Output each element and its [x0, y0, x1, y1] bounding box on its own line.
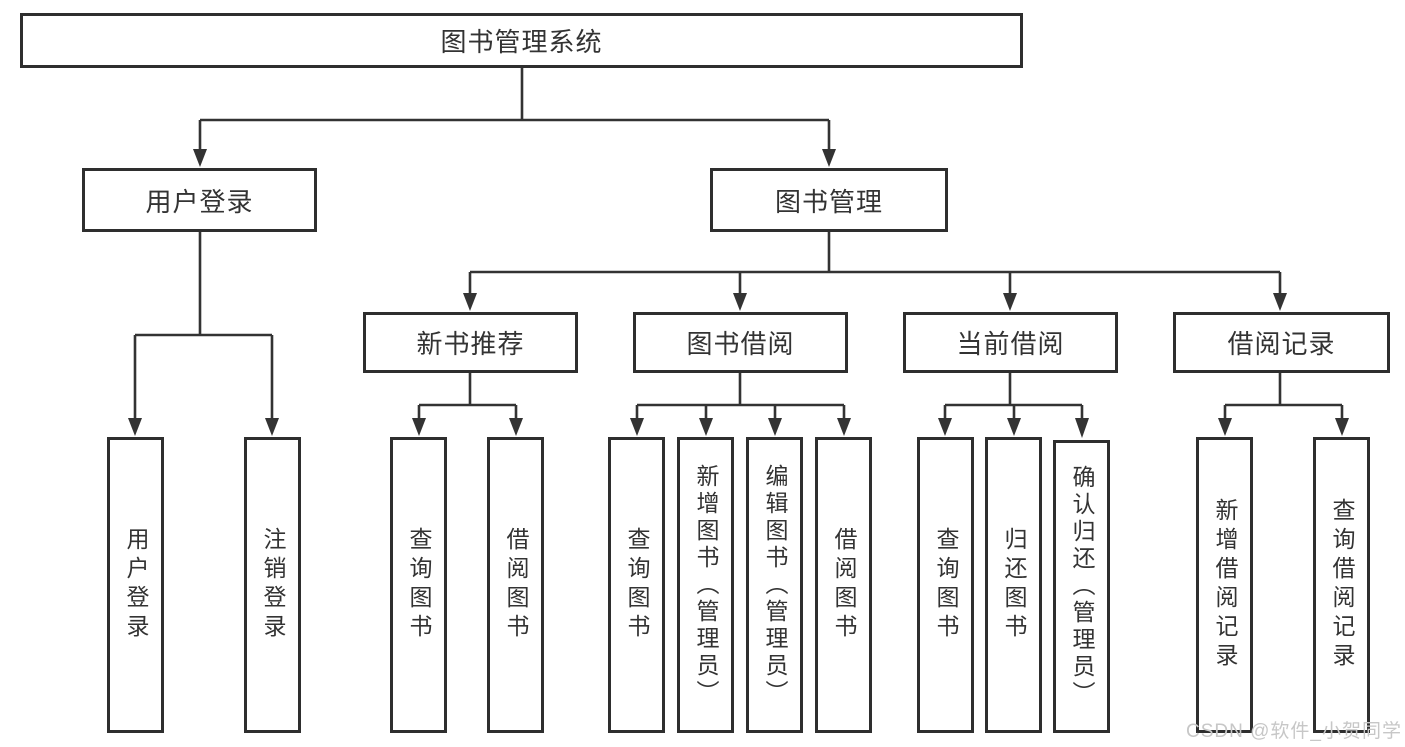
node-new-book-recommend: 新书推荐 [363, 312, 578, 373]
leaf-newbook-borrow-books-label: 借阅图书 [503, 527, 529, 643]
leaf-borrow-add-books-admin: 新增图书（管理员） [677, 437, 734, 733]
node-current-borrow-label: 当前借阅 [956, 329, 1065, 359]
node-root-system: 图书管理系统 [20, 13, 1023, 68]
node-book-borrow: 图书借阅 [633, 312, 848, 373]
node-user-login-label: 用户登录 [145, 186, 254, 217]
leaf-current-query-books: 查询图书 [917, 437, 974, 733]
leaf-user-login: 用户登录 [107, 437, 164, 733]
leaf-current-confirm-return-admin-label: 确认归还（管理员） [1069, 465, 1095, 708]
leaf-current-return-books: 归还图书 [985, 437, 1042, 733]
leaf-newbook-query-books-label: 查询图书 [406, 527, 432, 643]
connector-book-borrow-to-leaves [635, 373, 846, 421]
node-book-management: 图书管理 [710, 168, 948, 232]
leaf-borrow-query-books-label: 查询图书 [624, 527, 650, 643]
leaf-records-query-record: 查询借阅记录 [1313, 437, 1370, 733]
leaf-current-query-books-label: 查询图书 [933, 527, 959, 643]
leaf-logout-label: 注销登录 [260, 527, 286, 643]
node-book-management-label: 图书管理 [774, 186, 883, 217]
node-root-system-label: 图书管理系统 [440, 27, 603, 57]
connector-user-login-to-leaves [133, 232, 274, 420]
node-user-login: 用户登录 [82, 168, 317, 232]
leaf-borrow-borrow-books: 借阅图书 [815, 437, 872, 733]
leaf-user-login-label: 用户登录 [123, 527, 149, 643]
connector-root-to-branches [198, 68, 831, 152]
leaf-records-add-record: 新增借阅记录 [1196, 437, 1253, 733]
leaf-borrow-edit-books-admin: 编辑图书（管理员） [746, 437, 803, 733]
leaf-borrow-add-books-admin-label: 新增图书（管理员） [693, 463, 719, 707]
leaf-records-add-record-label: 新增借阅记录 [1212, 498, 1238, 672]
leaf-borrow-query-books: 查询图书 [608, 437, 665, 733]
node-borrow-records-label: 借阅记录 [1227, 329, 1336, 359]
leaf-newbook-query-books: 查询图书 [390, 437, 447, 733]
connector-current-borrow-to-leaves [943, 373, 1084, 421]
leaf-borrow-borrow-books-label: 借阅图书 [831, 527, 857, 643]
leaf-current-return-books-label: 归还图书 [1001, 527, 1027, 643]
node-borrow-records: 借阅记录 [1173, 312, 1390, 373]
leaf-newbook-borrow-books: 借阅图书 [487, 437, 544, 733]
connector-new-book-to-leaves [417, 373, 518, 421]
leaf-borrow-edit-books-admin-label: 编辑图书（管理员） [762, 463, 788, 707]
connector-borrow-records-to-leaves [1223, 373, 1344, 421]
leaf-records-query-record-label: 查询借阅记录 [1329, 498, 1355, 672]
leaf-logout: 注销登录 [244, 437, 301, 733]
csdn-watermark: CSDN @软件_小贺同学 [1186, 721, 1402, 742]
node-book-borrow-label: 图书借阅 [686, 329, 795, 359]
arrowheads [128, 149, 1349, 438]
node-new-book-recommend-label: 新书推荐 [416, 329, 525, 359]
connector-book-management-to-groups [468, 232, 1282, 296]
node-current-borrow: 当前借阅 [903, 312, 1118, 373]
leaf-current-confirm-return-admin: 确认归还（管理员） [1053, 440, 1110, 733]
